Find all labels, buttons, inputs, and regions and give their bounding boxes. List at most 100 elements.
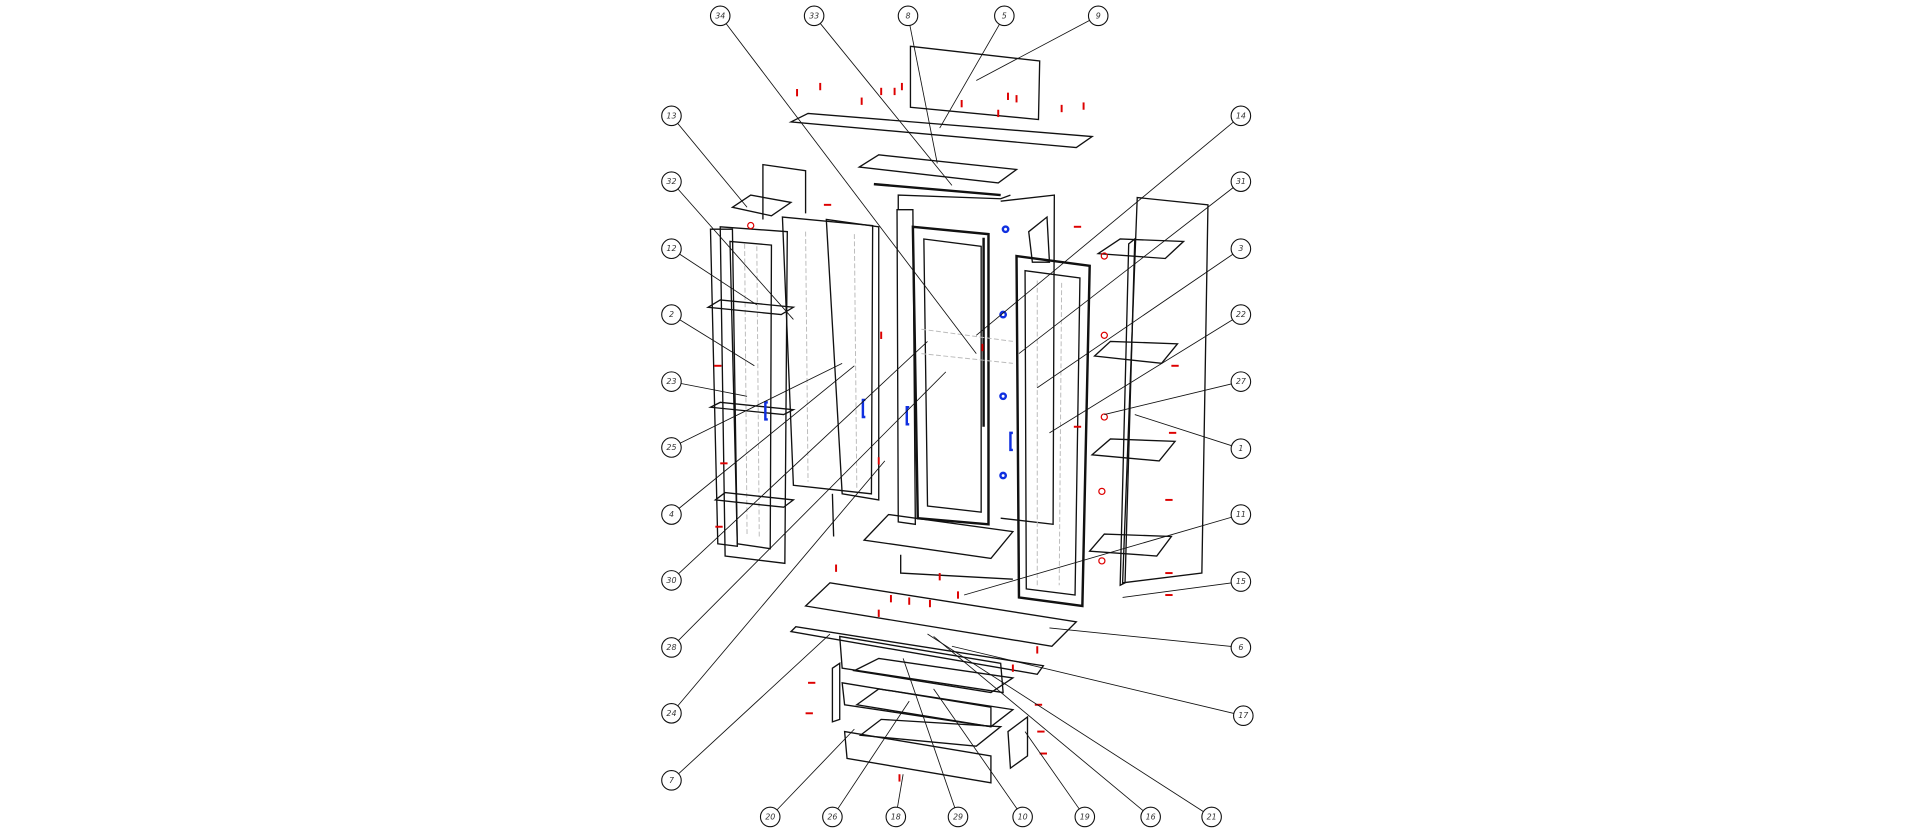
callout-10: 10 [933,688,1033,828]
part-rail [873,182,1001,197]
callout-number: 12 [666,244,676,253]
part-drawer-front [838,635,1004,694]
callout-bubble [759,806,781,828]
callout-bubble [1012,806,1033,828]
callout-bubble [661,702,682,724]
leader-line [819,23,953,186]
callout-number: 10 [1018,812,1028,821]
callout-bubble [661,171,682,192]
part-base-board [804,582,1078,647]
part-drawer-box [855,688,1015,728]
part-drawer-bottom [858,718,1003,747]
part-right-door-inner [1024,269,1081,596]
leader-line [933,636,1144,812]
callout-12: 12 [661,238,758,306]
callout-15: 15 [1122,571,1252,598]
part-right-shelf [1088,533,1173,557]
callout-6: 6 [1049,627,1252,658]
callout-bubble [661,437,682,458]
callout-number: 21 [1207,812,1217,821]
callout-bubble [897,5,919,27]
part-inner-door [781,216,874,495]
callout-29: 29 [902,658,969,828]
callout-23: 23 [661,371,748,397]
part-right-shelf [1090,438,1177,462]
callout-28: 28 [661,371,947,658]
part-left-shelf [713,491,796,508]
callout-bubble [1230,304,1252,325]
callout-bubble [1230,171,1252,192]
part-top-plank [788,112,1095,149]
leader-line [679,253,758,306]
cam-lock-icon [1100,413,1108,421]
callout-number: 5 [1002,11,1007,20]
leader-line [939,24,1000,129]
callout-number: 22 [1236,310,1246,319]
leader-line [837,700,910,810]
callout-bubble [661,105,682,127]
leader-line [1037,253,1234,389]
callout-19: 19 [1024,731,1096,828]
handle-icon [764,401,768,421]
callout-number: 31 [1236,177,1246,186]
leader-line [1104,383,1232,415]
callout-2: 2 [661,304,755,367]
callout-22: 22 [1049,304,1252,434]
callout-number: 18 [891,812,901,821]
hardware-layer [714,82,1179,782]
leader-line [1134,414,1232,447]
part-divider-panel [825,218,880,501]
part-top-back-board [909,45,1041,121]
callout-bubble [661,504,682,525]
callout-bubble [1230,105,1252,127]
callout-7: 7 [661,633,831,791]
leader-line [927,633,1204,813]
callout-number: 34 [715,11,725,20]
callout-bubble [1230,371,1252,392]
callout-17: 17 [951,645,1254,727]
part-drawer-side [1007,715,1029,770]
part-drawer-front [843,730,992,784]
leader-line [976,20,1090,81]
callout-number: 25 [666,443,676,452]
leader-line [1018,187,1234,354]
cam-lock-icon [1098,487,1106,496]
cam-lock-icon [1100,331,1108,339]
leader-line [933,688,1018,810]
callout-bubble [661,238,682,260]
part-upper-shelf [857,154,1019,184]
callout-bubble [661,770,682,791]
callout-bubble [1230,637,1252,658]
callout-number: 2 [669,310,674,319]
leader-line [1049,627,1232,647]
callout-number: 6 [1238,643,1243,652]
callout-bubble [661,304,682,325]
leader-line [776,728,855,811]
callout-number: 33 [809,11,819,20]
callout-18: 18 [885,774,907,828]
callout-number: 11 [1236,510,1246,519]
leader-line [963,516,1232,596]
leader-line [678,341,928,575]
handle-icon [861,398,866,419]
part-right-upright [1119,237,1136,587]
callout-bubble [885,806,907,828]
callout-11: 11 [963,504,1252,596]
part-drawer-box [852,657,1015,694]
part-right-shelf [1093,340,1179,365]
callout-bubble [1230,238,1252,260]
leader-line [1024,731,1080,810]
callout-bubble [994,5,1015,27]
leader-line [677,188,794,320]
callout-number: 28 [666,643,676,652]
callout-number: 15 [1236,577,1246,586]
leader-line [951,645,1234,714]
part-center-door [911,225,990,526]
callout-number: 13 [666,111,676,120]
callout-26: 26 [822,700,910,828]
callout-number: 24 [666,709,676,718]
callout-bubble [947,806,969,828]
callout-16: 16 [933,636,1161,828]
callout-number: 16 [1146,812,1156,821]
